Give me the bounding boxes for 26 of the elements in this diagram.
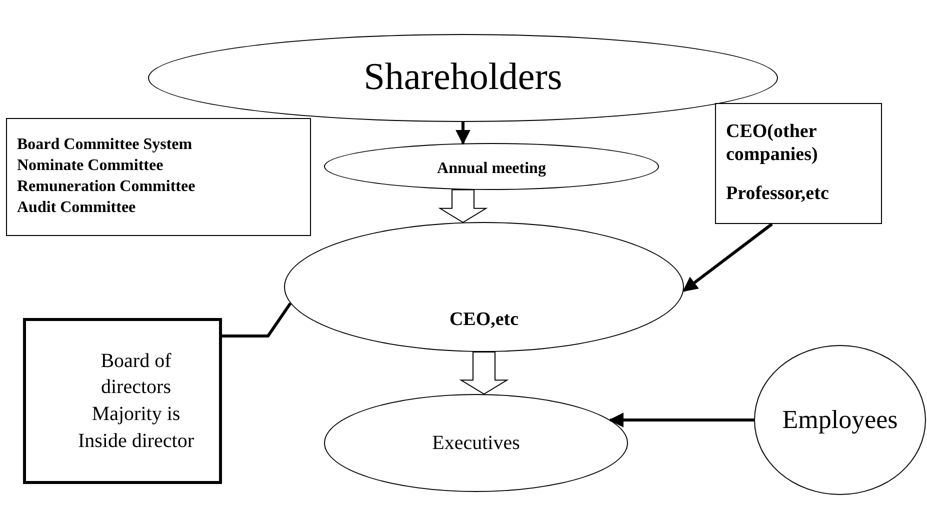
node-label: Board of directors Majority is Inside director xyxy=(76,348,196,454)
node-label: Board Committee System xyxy=(17,135,192,156)
node-label: Executives xyxy=(432,432,520,454)
node-label: Remuneration Committee xyxy=(17,177,196,197)
node-label: CEO,etc xyxy=(449,309,519,331)
leader-line xyxy=(222,302,292,338)
node-label: Employees xyxy=(782,405,898,435)
node-label: Nominate Committee xyxy=(17,156,164,176)
hollow-block-arrow xyxy=(438,189,488,223)
node-label: Shareholders xyxy=(364,56,562,100)
node-label: Audit Committee xyxy=(17,198,136,218)
arrow xyxy=(456,122,470,145)
oval-node xyxy=(324,394,628,492)
node-label: Annual meeting xyxy=(437,160,546,179)
arrow xyxy=(608,412,754,428)
text-box xyxy=(715,103,882,224)
arrow xyxy=(682,222,773,292)
oval-node xyxy=(324,143,659,190)
oval-node xyxy=(754,345,926,495)
text-box xyxy=(6,118,311,236)
hollow-block-arrow xyxy=(459,352,509,395)
node-label: CEO(other companies) xyxy=(726,121,819,167)
oval-node xyxy=(284,222,684,352)
oval-node xyxy=(148,34,778,122)
text-box xyxy=(23,318,222,484)
node-label: Professor,etc xyxy=(726,182,829,206)
